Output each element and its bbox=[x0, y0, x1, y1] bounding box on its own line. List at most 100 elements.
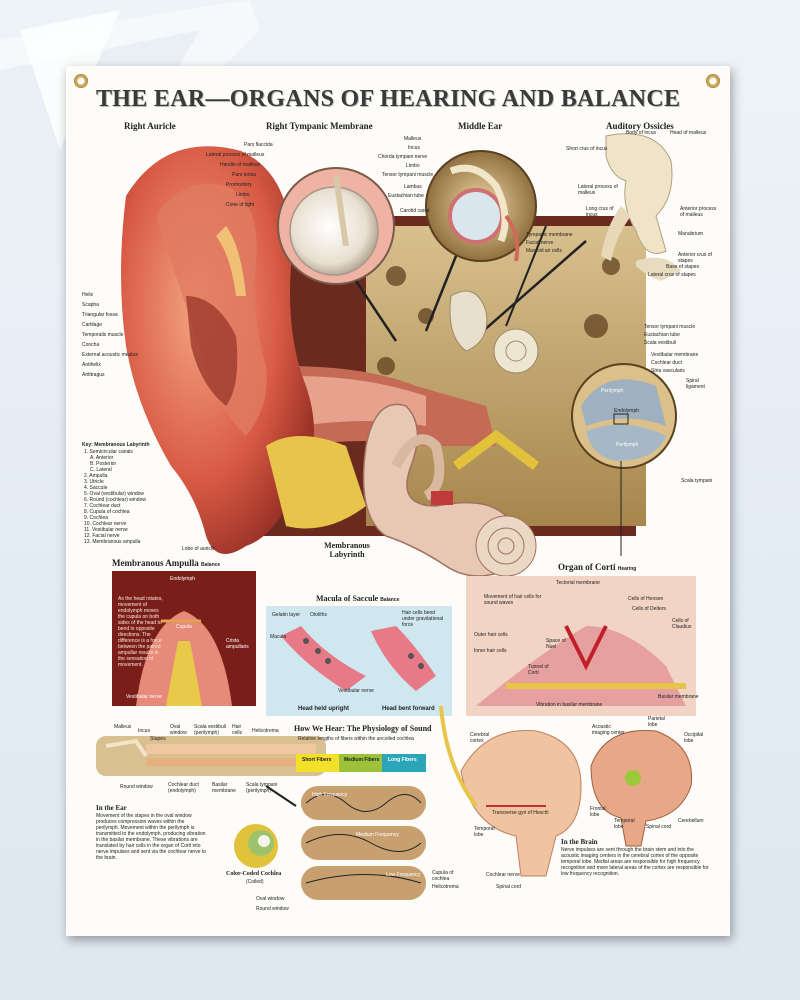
header-how-we-hear: How We Hear: The Physiology of Sound bbox=[294, 724, 432, 733]
key-item: 12. Facial nerve bbox=[84, 533, 120, 539]
label-lobe-of-auricle: Lobe of auricle bbox=[182, 546, 215, 552]
label-parietal-lobe: Parietal lobe bbox=[648, 716, 665, 728]
caption-head-upright: Head held upright bbox=[298, 706, 349, 712]
label-pars-tensa: Pars tensa bbox=[232, 172, 256, 178]
label-facial-nerve-mid: Facial nerve bbox=[526, 240, 554, 246]
left-grommet bbox=[74, 74, 88, 88]
label-cells-of-deiters: Cells of Deiters bbox=[632, 606, 666, 612]
label-hair-cells-diagram: Hair cells bbox=[232, 724, 243, 736]
header-auditory-ossicles: Auditory Ossicles bbox=[606, 121, 674, 131]
label-mastoid-air-cells: Mastoid air cells bbox=[526, 248, 562, 254]
label-tympanic-membrane-mid: Tympanic membrane bbox=[526, 232, 573, 238]
label-carotid-canal: Carotid canal bbox=[400, 208, 430, 214]
key-item: 2. Ampulla bbox=[84, 473, 108, 479]
label-lateral-crus-stapes: Lateral crus of stapes bbox=[648, 272, 696, 278]
key-item: 13. Membranous ampulla bbox=[84, 539, 141, 545]
tube-medium-frequency: Medium Frequency bbox=[356, 832, 399, 838]
key-item: 7. Cochlear duct bbox=[84, 503, 121, 509]
anatomy-poster: THE EAR—ORGANS OF HEARING AND BALANCE bbox=[66, 66, 730, 936]
fiber-short: Short Fibers bbox=[302, 757, 332, 763]
label-tunnel-of-corti: Tunnel of Corti bbox=[528, 664, 549, 676]
label-temporal-lobe-2: Temporal lobe bbox=[614, 818, 635, 830]
fiber-long: Long Fibers bbox=[388, 757, 417, 763]
label-tensor-tympani-mid: Tensor tympani muscle bbox=[382, 172, 434, 178]
label-body-of-incus: Body of incus bbox=[626, 130, 657, 136]
label-limbo: Limbo bbox=[236, 192, 250, 198]
label-handle-of-malleus: Handle of malleus bbox=[220, 162, 261, 168]
label-otoliths: Otoliths bbox=[310, 612, 327, 618]
label-endolymph-ampulla: Endolymph bbox=[170, 576, 196, 582]
label-perilymph-upper: Perilymph bbox=[601, 388, 624, 394]
key-item: 11. Vestibular nerve bbox=[84, 527, 128, 533]
header-tympanic-membrane: Right Tympanic Membrane bbox=[266, 121, 373, 131]
label-anterior-process-malleus: Anterior process of malleus bbox=[680, 206, 717, 218]
label-cells-of-hensen: Cells of Hensen bbox=[628, 596, 664, 602]
header-in-the-ear: In the Ear bbox=[96, 804, 127, 812]
label-lateral-process-malleus: Lateral process of malleus bbox=[206, 152, 265, 158]
right-grommet bbox=[706, 74, 720, 88]
header-membranous-labyrinth: Membranous Labyrinth bbox=[324, 541, 370, 559]
label-malleus-mid: Malleus bbox=[404, 136, 422, 142]
label-short-crus-incus: Short crus of incus bbox=[566, 146, 608, 152]
tube-high-frequency: High Frequency bbox=[312, 792, 348, 798]
label-transverse-gyri: Transverse gyri of Heschl bbox=[492, 810, 549, 816]
label-vestibular-membrane: Vestibular membrane bbox=[651, 352, 699, 358]
label-endolymph: Endolymph bbox=[614, 408, 640, 414]
tube-low-frequency: Low Frequency bbox=[386, 872, 421, 878]
label-anterior-crus-stapes: Anterior crus of stapes bbox=[678, 252, 712, 264]
label-scala-tympani-diagram: Scala tympani (perilymph) bbox=[246, 782, 278, 794]
key-list: 1. Semicircular canals A. Anterior B. Po… bbox=[84, 449, 146, 545]
label-gelatin-layer: Gelatin layer bbox=[272, 612, 301, 618]
label-cochlear-duct-diagram: Cochlear duct (endolymph) bbox=[168, 782, 199, 794]
label-macula: Macula bbox=[270, 634, 287, 640]
key-item: 4. Saccule bbox=[84, 485, 108, 491]
label-pars-flaccida: Pars flaccida bbox=[244, 142, 273, 148]
label-concha: Concha bbox=[82, 342, 100, 348]
in-ear-text: Movement of the stapes in the oval windo… bbox=[96, 813, 207, 861]
label-cartilage: Cartilage bbox=[82, 322, 103, 328]
label-spinal-cord-2: Spinal cord bbox=[646, 824, 672, 830]
label-lambus: Lambus bbox=[404, 184, 422, 190]
label-incus-mid: Incus bbox=[408, 145, 420, 151]
label-eustachian-tube-right: Eustachian tube bbox=[644, 332, 680, 338]
label-base-of-stapes: Base of stapes bbox=[666, 264, 700, 270]
label-cone-of-light: Cone of light bbox=[226, 202, 255, 208]
label-cerebral-cortex: Cerebral cortex bbox=[470, 732, 490, 744]
label-cupula: Cupula bbox=[176, 624, 192, 630]
header-middle-ear: Middle Ear bbox=[458, 121, 503, 131]
caption-head-bent-forward: Head bent forward bbox=[382, 706, 435, 712]
label-outer-hair-cells: Outer hair cells bbox=[474, 632, 508, 638]
key-item: 3. Utricle bbox=[84, 479, 104, 485]
label-oval-window-diagram: Oval window bbox=[170, 724, 187, 736]
label-manubrium: Manubrium bbox=[678, 231, 704, 237]
label-spinal-cord-1: Spinal cord bbox=[496, 884, 522, 890]
label-cerebellum: Cerebellum bbox=[678, 818, 704, 824]
key-item: 8. Cupula of cochlea bbox=[84, 509, 130, 515]
header-in-the-brain: In the Brain bbox=[561, 838, 598, 846]
ear-illustration bbox=[96, 133, 696, 900]
ampulla-text: As the head rotates, movement of endolym… bbox=[118, 596, 163, 668]
header-membranous-ampulla: Membranous Ampulla Balance bbox=[112, 558, 221, 568]
label-helicotrema: Helicotrema bbox=[432, 884, 459, 890]
label-head-of-malleus: Head of malleus bbox=[670, 130, 707, 136]
label-cupula-of-cochlea: Cupula of cochlea bbox=[432, 870, 454, 882]
label-scala-tympani: Scala tympani bbox=[681, 478, 713, 484]
header-right-auricle: Right Auricle bbox=[124, 121, 176, 131]
label-antihelix: Antihelix bbox=[82, 362, 101, 368]
label-vestibular-nerve-ampulla: Vestibular nerve bbox=[126, 694, 162, 700]
key-item: C. Lateral bbox=[90, 467, 112, 473]
key-item: 5. Oval (vestibular) window bbox=[84, 491, 145, 497]
label-tectorial-membrane: Tectorial membrane bbox=[556, 580, 600, 586]
key-item: B. Posterior bbox=[90, 461, 117, 467]
header-color-coded-cochlea: Color-Coded Cochlea bbox=[226, 871, 282, 877]
label-scala-vestibuli: Scala vestibuli bbox=[644, 340, 676, 346]
label-eustachian-tube-mid: Eustachian tube bbox=[388, 193, 424, 199]
label-triangular-fossa: Triangular fossa bbox=[82, 312, 118, 318]
label-stria-vascularis: Stria vascularis bbox=[651, 368, 685, 374]
label-crista-ampullaris: Crista ampullaris bbox=[226, 638, 249, 650]
label-basilar-membrane-corti: Basilar membrane bbox=[658, 694, 699, 700]
label-movement-hair-cells: Movement of hair cells for sound waves bbox=[484, 594, 542, 606]
label-external-acoustic-meatus: External acoustic meatus bbox=[82, 352, 138, 358]
label-cochlear-duct: Cochlear duct bbox=[651, 360, 682, 366]
caption-vibration-basilar: Vibration in basilar membrane bbox=[536, 702, 603, 708]
